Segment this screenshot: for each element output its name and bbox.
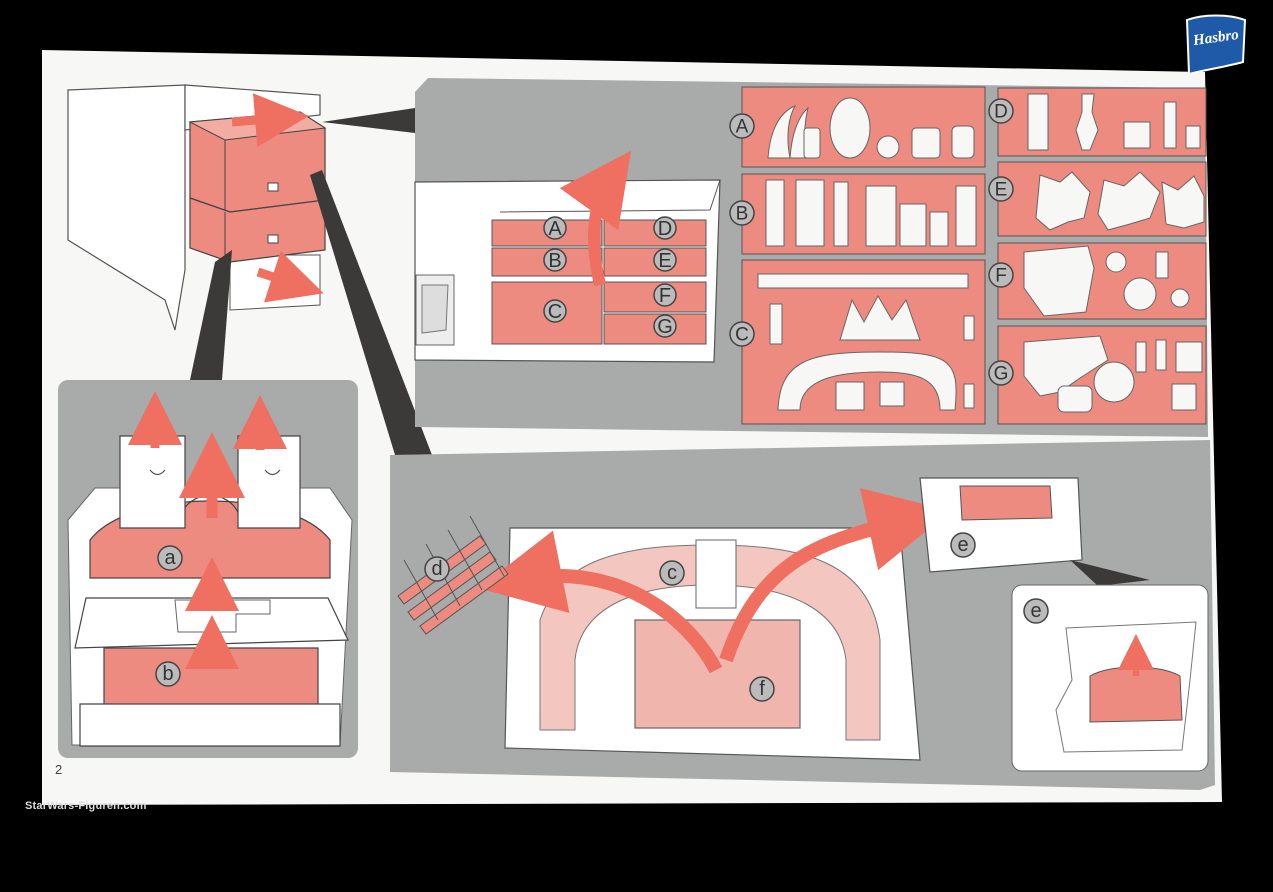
assy-label-d: d — [424, 556, 450, 582]
svg-text:C: C — [548, 301, 562, 323]
svg-text:F: F — [659, 285, 671, 307]
tray-label-d: D — [653, 216, 677, 240]
parts-label-d: D — [988, 98, 1014, 124]
svg-text:e: e — [957, 534, 968, 556]
unpacking-panel: a b — [58, 380, 358, 758]
svg-text:b: b — [162, 663, 173, 685]
tray-label-c: C — [543, 299, 567, 323]
tray-label-a: A — [543, 216, 567, 240]
pack-label-a: a — [157, 545, 183, 571]
tray-label-e: E — [653, 248, 677, 272]
tray-label-f: F — [653, 283, 677, 307]
parts-grid: A B C D E F G — [729, 86, 1207, 425]
svg-text:E: E — [658, 250, 671, 272]
shipping-box-diagram — [67, 84, 327, 331]
svg-text:f: f — [759, 678, 765, 700]
svg-text:D: D — [658, 218, 672, 240]
pack-label-b: b — [155, 661, 181, 687]
svg-text:e: e — [1030, 600, 1041, 622]
parts-label-g: G — [988, 360, 1014, 386]
assy-label-e: e — [950, 532, 976, 558]
svg-text:C: C — [735, 325, 749, 346]
svg-text:B: B — [736, 204, 749, 225]
parts-label-e: E — [988, 176, 1014, 202]
pointer-wedge — [190, 250, 232, 380]
svg-text:a: a — [164, 547, 176, 569]
svg-text:A: A — [548, 218, 562, 240]
svg-text:B: B — [548, 250, 561, 272]
tray-label-b: B — [543, 248, 567, 272]
svg-text:G: G — [657, 316, 673, 338]
parts-label-f: F — [988, 262, 1014, 288]
pointer-wedge — [322, 108, 415, 133]
svg-text:F: F — [995, 266, 1007, 287]
hasbro-logo — [1185, 14, 1247, 76]
parts-label-a: A — [729, 113, 755, 139]
detail-label-e: e — [1023, 598, 1049, 624]
assy-label-c: c — [659, 560, 685, 586]
svg-text:D: D — [994, 102, 1008, 123]
svg-text:E: E — [995, 180, 1008, 201]
parts-label-c: C — [729, 321, 755, 347]
tray-label-g: G — [653, 314, 677, 338]
svg-text:G: G — [994, 364, 1009, 385]
pointer-wedge — [310, 170, 432, 455]
assembly-panel: c d e f e — [390, 440, 1215, 790]
watermark-text: StarWars-Figuren.com — [25, 800, 147, 812]
page-number: 2 — [55, 762, 63, 777]
assy-label-f: f — [749, 676, 775, 702]
svg-text:d: d — [431, 558, 442, 580]
parts-label-b: B — [729, 200, 755, 226]
svg-text:c: c — [667, 562, 677, 584]
svg-text:A: A — [736, 117, 749, 138]
